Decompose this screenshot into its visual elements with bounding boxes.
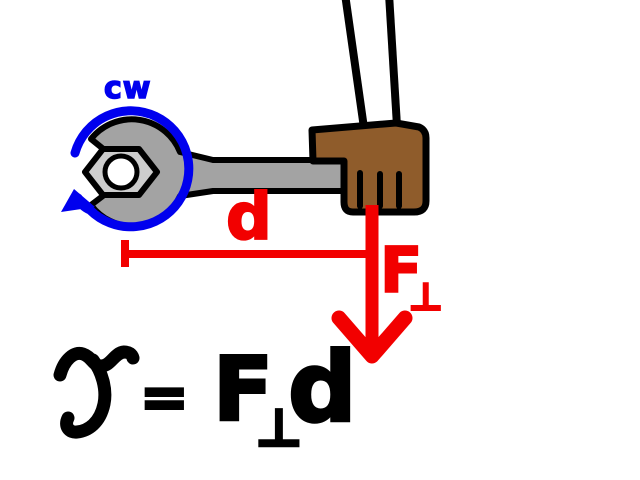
torque-symbol (53, 345, 140, 439)
finger-lines (357, 170, 402, 209)
cw-rotation-arrow (61, 106, 194, 232)
equation-force-term: F⊥ (211, 344, 303, 456)
force-label-symbol: F (379, 234, 423, 307)
forearm-left-line (341, 0, 368, 129)
equation-perp-subscript: ⊥ (254, 399, 304, 459)
torque-symbol-stem (60, 353, 112, 439)
cw-arrowhead (61, 189, 95, 212)
cw-label: cw (103, 71, 152, 106)
equation-lever-arm: d (287, 332, 359, 444)
force-label: F⊥ (379, 239, 444, 318)
equation-force-symbol: F (211, 338, 274, 441)
lever-arm-measure (121, 240, 370, 267)
force-arrowhead (331, 310, 413, 364)
forearm-right-line (385, 0, 401, 127)
bolt-hole (102, 153, 140, 191)
force-arrow (331, 205, 413, 364)
equation-equals-sign: = (139, 363, 191, 431)
force-label-perp-subscript: ⊥ (407, 275, 444, 319)
lever-arm-label: d (225, 181, 273, 255)
